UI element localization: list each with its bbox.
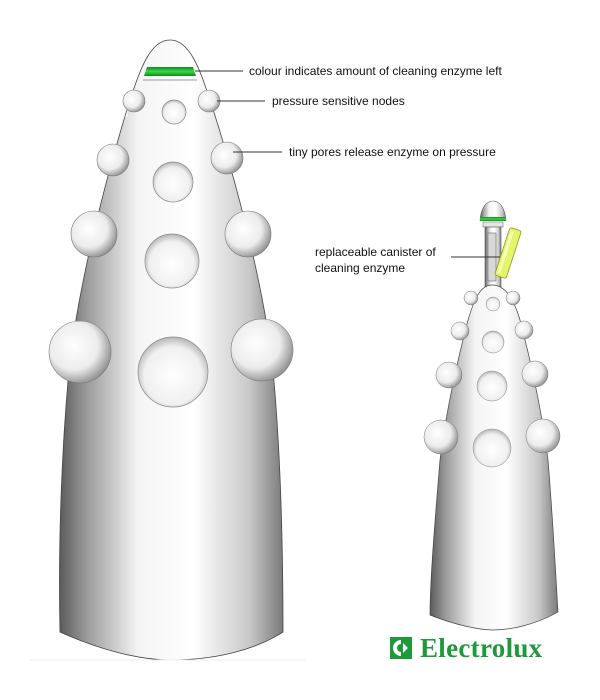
enzyme-pore (161, 99, 187, 125)
pressure-node (96, 143, 130, 177)
annotation-tiny-pores: tiny pores release enzyme on pressure (289, 145, 496, 159)
pressure-node (70, 210, 118, 258)
electrolux-logo-icon (390, 637, 412, 659)
pressure-node (230, 318, 294, 382)
small-enzyme-indicator (480, 217, 506, 221)
brand-name: Electrolux (420, 633, 543, 663)
annotation-colour-indicator: colour indicates amount of cleaning enzy… (249, 64, 502, 78)
enzyme-pore (152, 161, 194, 203)
brand-logo: Electrolux (390, 633, 543, 663)
enzyme-pore (144, 233, 200, 289)
annotation-canister-line1: replaceable canister of (315, 245, 436, 259)
annotation-canister-line2: cleaning enzyme (315, 261, 406, 275)
pressure-node (48, 320, 112, 384)
pressure-node (122, 89, 146, 113)
large-device (48, 39, 294, 661)
pressure-node (224, 210, 272, 258)
annotation-pressure-nodes: pressure sensitive nodes (272, 94, 405, 108)
enzyme-canister (494, 227, 522, 279)
enzyme-pore (137, 336, 209, 408)
pressure-node (210, 141, 244, 175)
small-device (423, 200, 561, 631)
pressure-node (197, 89, 221, 113)
large-enzyme-indicator (144, 67, 196, 76)
